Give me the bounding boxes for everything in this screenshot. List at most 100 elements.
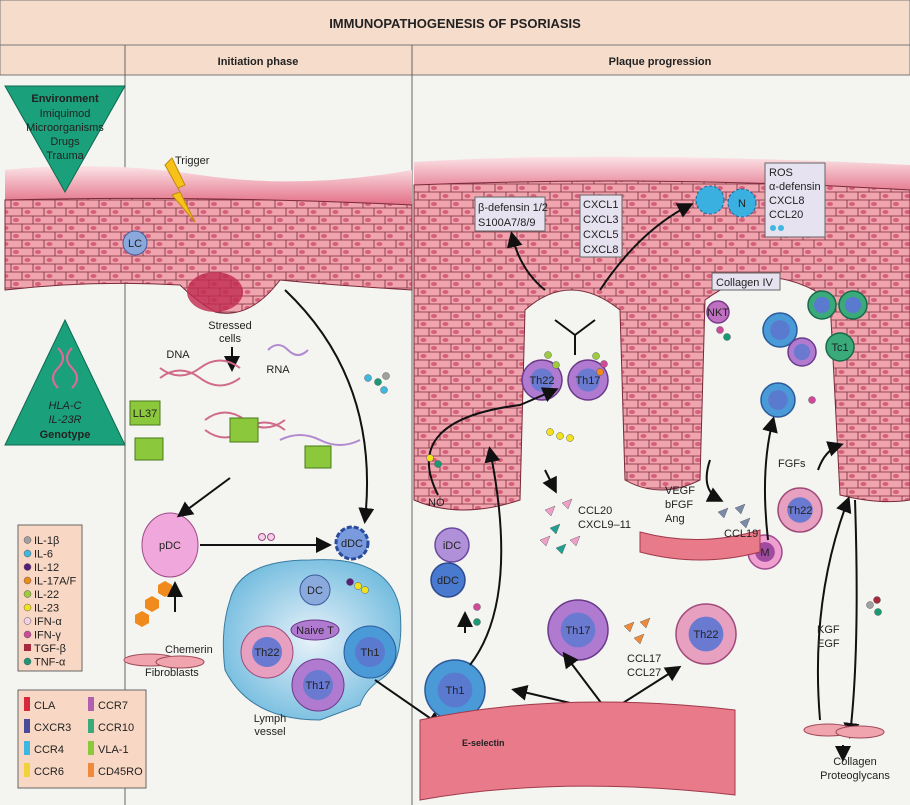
nkt-cell: NKT — [706, 300, 730, 324]
ros-label: CCL20 — [769, 209, 803, 221]
langerhans-cell: LC — [122, 230, 148, 256]
chemokine-triangle — [539, 535, 551, 547]
ccl17-label: CCL17 — [627, 653, 661, 665]
cytokine-dot — [552, 361, 560, 369]
cytokine-dot — [346, 578, 354, 586]
idc-cell: iDC — [434, 527, 470, 563]
cytokine-dot — [596, 368, 604, 376]
defensin-label: β-defensin 1/2 — [478, 202, 548, 214]
genotype-triangle: HLA-C IL-23R Genotype — [4, 318, 126, 446]
cytokine-dot — [473, 618, 481, 626]
legend-label: CCR6 — [34, 766, 64, 778]
legend-label: IFN-γ — [34, 630, 61, 642]
ddc-cell: dDC — [430, 562, 466, 598]
naive-t-cell: Naive T — [290, 619, 340, 641]
environment-item: Drugs — [50, 136, 80, 148]
th1-label: Th1 — [361, 647, 380, 659]
legend-label: CD45RO — [98, 766, 143, 778]
blood-vessel — [419, 701, 736, 801]
environment-item: Imiquimod — [40, 108, 91, 120]
trigger-label: Trigger — [175, 155, 210, 167]
cytokine-dot — [600, 360, 608, 368]
th22-cell-mid: Th22 — [675, 603, 737, 665]
collagen-iv-label-box: Collagen IV — [711, 272, 781, 291]
cxcl-label: CXCL1 — [583, 199, 618, 211]
fibroblasts-progression — [803, 723, 885, 739]
cytokine-dot — [380, 386, 388, 394]
legend-label: CXCR3 — [34, 722, 71, 734]
receptor-swatch-icon — [88, 763, 94, 777]
cytokine-dot — [546, 428, 554, 436]
cxcl9-11-label: CXCL9–11 — [578, 519, 631, 531]
capillary — [639, 529, 761, 561]
th17-cell-papilla — [787, 337, 817, 367]
pdc-cell: pDC — [141, 512, 199, 578]
th22-cell-mid-label: Th22 — [693, 629, 718, 641]
neutrophil-label: N — [738, 198, 746, 210]
ros-box: ROS α-defensin CXCL8 CCL20 — [764, 162, 826, 238]
ros-label: α-defensin — [769, 181, 821, 193]
legend-swatch-icon — [23, 603, 32, 612]
naive-t-label: Naive T — [296, 625, 334, 637]
th17-cell-mid-label: Th17 — [565, 625, 590, 637]
chemokine-triangle — [639, 617, 651, 629]
cxcl-label: CXCL8 — [583, 244, 618, 256]
bfgf-label: bFGF — [665, 499, 693, 511]
s100-label: S100A7/8/9 — [478, 217, 536, 229]
receptor-swatch-icon — [24, 741, 30, 755]
legend-swatch-icon — [23, 657, 32, 666]
vegf-label: VEGF — [665, 485, 695, 497]
cytokine-dot — [434, 460, 442, 468]
chemokine-triangle — [734, 503, 746, 515]
cytokine-dot — [874, 608, 882, 616]
chemokine-triangle — [623, 621, 635, 633]
fibroblasts: Fibroblasts — [123, 653, 205, 679]
receptor-swatch-icon — [88, 697, 94, 711]
dc-cell-lymph: DC — [299, 574, 331, 606]
chemerin: Chemerin — [135, 581, 213, 656]
receptor-swatch-icon — [24, 719, 30, 733]
th17-label: Th17 — [305, 680, 330, 692]
header-initiation: Initiation phase — [218, 56, 299, 68]
legend-label: CCR10 — [98, 722, 134, 734]
tc-cell-papilla — [838, 290, 868, 320]
tc1-cell-label: Tc1 — [831, 342, 848, 354]
ddc-cell-label: dDC — [437, 575, 459, 587]
no-label: NO — [428, 497, 445, 509]
th1-cell-lymph: Th1 — [343, 625, 397, 679]
legend-label: IL-17A/F — [34, 576, 76, 588]
legend-label: CCR4 — [34, 744, 64, 756]
lymph-vessel-label: Lymph — [254, 713, 287, 725]
defensin-box: β-defensin 1/2 S100A7/8/9 — [474, 196, 548, 232]
cytokine-dot — [808, 396, 816, 404]
legend-label: IL-22 — [34, 589, 59, 601]
cytokine-dot — [723, 333, 731, 341]
e-selectin-label: E-selectin — [462, 738, 505, 748]
legend-swatch-icon — [23, 630, 32, 639]
neutrophils: N — [695, 185, 757, 218]
t-cell-papilla — [762, 312, 798, 348]
t-cell-papilla — [760, 382, 796, 418]
receptor-swatch-icon — [24, 697, 30, 711]
chemokine-triangle — [555, 543, 567, 555]
th17-cell-mid: Th17 — [547, 599, 609, 661]
ddc-cell-initiation: dDC — [334, 525, 370, 561]
cxcl-label: CXCL3 — [583, 214, 618, 226]
arrows — [427, 203, 860, 762]
dc-label: DC — [307, 585, 323, 597]
th22-cell-right-label: Th22 — [787, 505, 812, 517]
ang-label: Ang — [665, 513, 685, 525]
chemokine-triangle — [717, 507, 729, 519]
lymph-node: Lymph vessel DC Naive T Th22 Th1 Th17 — [222, 559, 402, 738]
diagram-title: IMMUNOPATHOGENESIS OF PSORIASIS — [329, 16, 581, 31]
header-progression: Plaque progression — [609, 56, 712, 68]
legend-swatch-icon — [23, 576, 32, 585]
th22-cell-lymph: Th22 — [240, 625, 294, 679]
cytokine-dot — [556, 432, 564, 440]
cytokine-dot — [354, 582, 362, 590]
legend-label: IFN-α — [34, 616, 62, 628]
legend-swatch-icon — [24, 644, 31, 651]
egf-label: EGF — [817, 638, 840, 650]
receptor-swatch-icon — [88, 719, 94, 733]
